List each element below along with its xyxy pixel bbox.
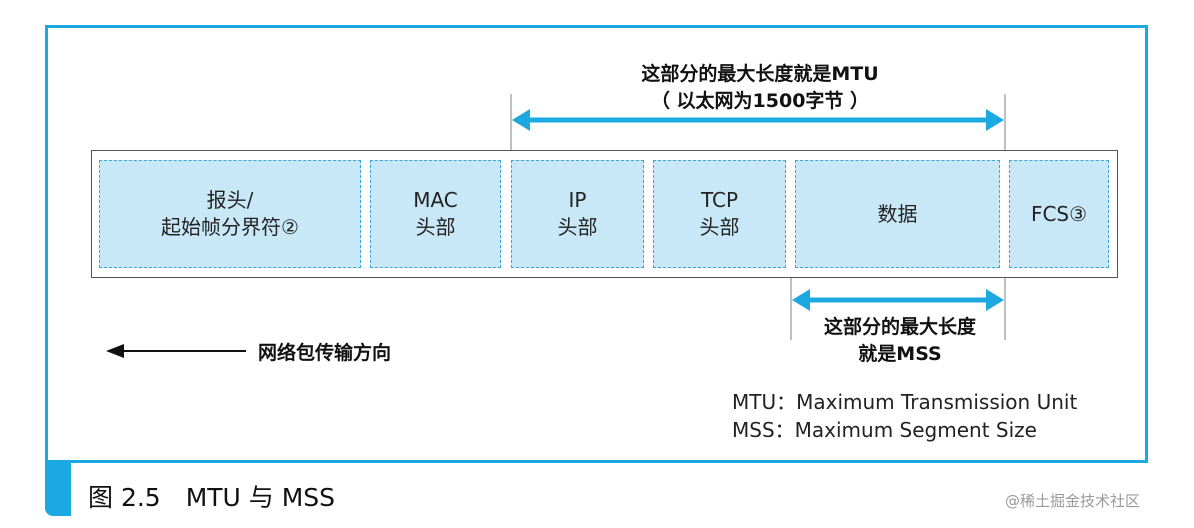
legend-mss: MSS：Maximum Segment Size: [732, 418, 1037, 442]
field-ip-header: IP 头部: [511, 160, 644, 268]
mtu-arrow: [512, 109, 1004, 131]
field-tcp-line1: TCP: [700, 188, 739, 212]
field-ip-line1: IP: [568, 188, 587, 212]
field-mac-header: MAC 头部: [370, 160, 501, 268]
field-preamble-line2: 起始帧分界符②: [161, 215, 299, 239]
caption-tab: [45, 463, 71, 516]
field-mac-line2: 头部: [415, 215, 456, 239]
legend-mtu: MTU：Maximum Transmission Unit: [732, 390, 1078, 414]
field-fcs-line1: FCS③: [1030, 201, 1088, 226]
watermark: @稀土掘金技术社区: [1005, 492, 1141, 510]
field-tcp-line2: 头部: [699, 215, 740, 239]
mss-label: 这部分的最大长度 就是MSS: [780, 314, 1020, 368]
field-ip-line2: 头部: [557, 215, 598, 239]
field-preamble-line1: 报头/: [206, 188, 254, 212]
field-preamble: 报头/ 起始帧分界符②: [99, 160, 361, 268]
direction-arrow: [106, 344, 246, 358]
field-mac-line1: MAC: [413, 188, 458, 212]
mss-label-line2: 就是MSS: [858, 343, 942, 365]
mss-label-line1: 这部分的最大长度: [823, 316, 976, 338]
mss-arrow: [792, 289, 1004, 311]
field-data: 数据: [795, 160, 1000, 268]
mtu-label-line1: 这部分的最大长度就是MTU: [641, 63, 879, 85]
mtu-label-line2: （ 以太网为1500字节 ）: [650, 90, 870, 112]
field-fcs: FCS③: [1009, 160, 1109, 268]
field-data-line1: 数据: [877, 201, 918, 226]
figure-caption: 图 2.5 MTU 与 MSS: [88, 483, 336, 512]
direction-label: 网络包传输方向: [258, 342, 392, 364]
field-tcp-header: TCP 头部: [653, 160, 786, 268]
mtu-label: 这部分的最大长度就是MTU （ 以太网为1500字节 ）: [540, 61, 980, 115]
